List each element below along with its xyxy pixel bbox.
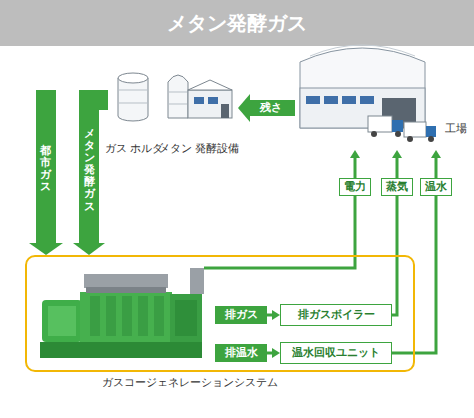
node-text: 排ガス bbox=[225, 308, 258, 322]
fermentation-facility-icon bbox=[168, 75, 232, 118]
node-text: 温水回収ユニット bbox=[292, 346, 380, 360]
connector-line bbox=[354, 158, 357, 255]
vertical-label: 都市ガス bbox=[40, 145, 51, 193]
gas-holder-icon bbox=[118, 73, 148, 121]
arrow-head bbox=[73, 243, 105, 255]
node-text: 排温水 bbox=[225, 346, 258, 360]
flow-label: 電力 bbox=[339, 178, 371, 196]
node-text: メタン 発酵設備 bbox=[158, 142, 240, 156]
node-text: ガスコージェネレーションシステム bbox=[0, 376, 383, 390]
arrow-head bbox=[350, 150, 360, 158]
arrow-head bbox=[272, 348, 280, 358]
arrow-head bbox=[431, 150, 441, 158]
power-line bbox=[204, 256, 355, 268]
connector bbox=[350, 150, 360, 255]
process-box: 温水回収ユニット bbox=[280, 342, 392, 364]
header-bar: メタン発酵ガス bbox=[0, 0, 474, 46]
arrow-head bbox=[392, 150, 402, 158]
node-text: 工場 bbox=[445, 122, 467, 136]
gas-holder: ガス ホルダ bbox=[108, 68, 160, 156]
cogeneration-frame: ガスコージェネレーションシステム排ガス排ガスボイラー排温水温水回収ユニット bbox=[25, 255, 415, 372]
vertical-label: メタン発酵ガス bbox=[84, 128, 95, 213]
connector-line bbox=[267, 314, 272, 317]
factory-icon bbox=[300, 45, 436, 142]
fermentation-facility: メタン 発酵設備 bbox=[162, 62, 236, 156]
arrow-head bbox=[238, 94, 250, 122]
arrow-label: 残さ bbox=[260, 101, 282, 114]
city-gas-arrow bbox=[29, 90, 63, 255]
connector bbox=[267, 348, 280, 358]
connector-line bbox=[267, 352, 272, 355]
exhaust-tag: 排温水 bbox=[215, 344, 267, 362]
generator-illustration bbox=[40, 268, 204, 358]
page-title: メタン発酵ガス bbox=[0, 0, 474, 46]
connector bbox=[238, 94, 295, 122]
connector bbox=[267, 310, 280, 320]
process-box: 排ガスボイラー bbox=[280, 304, 392, 326]
connector bbox=[73, 100, 108, 255]
node-text: ガス ホルダ bbox=[104, 142, 164, 156]
exhaust-tag: 排ガス bbox=[215, 306, 267, 324]
flow-label: 温水 bbox=[420, 178, 452, 196]
connector bbox=[392, 150, 402, 315]
factory: 工場 bbox=[295, 38, 467, 150]
node-text: 排ガスボイラー bbox=[298, 308, 375, 322]
flow-label: 蒸気 bbox=[381, 178, 413, 196]
connector-line bbox=[250, 100, 295, 116]
arrow-head bbox=[272, 310, 280, 320]
